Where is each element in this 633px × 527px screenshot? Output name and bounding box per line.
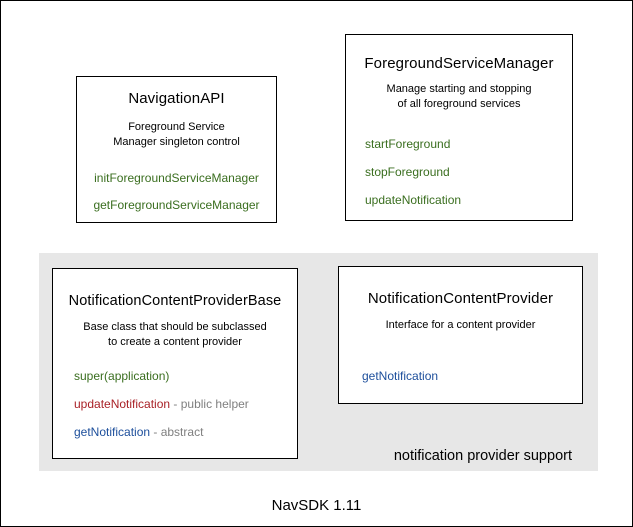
method-get-notification: getNotification (362, 369, 439, 383)
description-line: Interface for a content provider (385, 319, 536, 331)
navigation-api-title: NavigationAPI (128, 90, 225, 107)
diagram-caption: NavSDK 1.11 (271, 497, 362, 514)
notification-content-provider-base-methods: super(application) updateNotification - … (53, 369, 297, 439)
notification-content-provider-title: NotificationContentProvider (367, 290, 554, 307)
method-label: super(application) (74, 369, 170, 383)
navigation-api-methods: initForegroundServiceManager getForegrou… (77, 171, 276, 212)
notification-content-provider-base-description: Base class that should be subclassed to … (53, 320, 297, 350)
method-annotation: - public helper (170, 397, 249, 411)
class-box-foreground-service-manager: ForegroundServiceManager Manage starting… (345, 34, 573, 221)
description-line: Manage starting and stopping (386, 83, 532, 95)
notification-content-provider-methods: getNotification (339, 369, 582, 383)
method-init-foreground-service-manager: initForegroundServiceManager (94, 171, 259, 185)
foreground-service-manager-methods: startForeground stopForeground updateNot… (346, 137, 572, 207)
foreground-service-manager-title: ForegroundServiceManager (364, 55, 554, 72)
method-get-notification: getNotification - abstract (74, 425, 297, 439)
notification-content-provider-description: Interface for a content provider (339, 318, 582, 333)
class-box-notification-content-provider: NotificationContentProvider Interface fo… (338, 266, 583, 404)
class-box-navigation-api: NavigationAPI Foreground Service Manager… (76, 76, 277, 223)
method-get-foreground-service-manager: getForegroundServiceManager (93, 198, 260, 212)
description-line: Manager singleton control (113, 136, 240, 148)
method-stop-foreground: stopForeground (365, 165, 450, 179)
description-line: of all foreground services (397, 98, 521, 110)
method-label: updateNotification (74, 397, 171, 411)
method-label: getNotification (74, 425, 151, 439)
notification-content-provider-base-title: NotificationContentProviderBase (68, 293, 282, 309)
navigation-api-description: Foreground Service Manager singleton con… (77, 120, 276, 150)
description-line: Base class that should be subclassed (83, 321, 267, 333)
method-super-application: super(application) (74, 369, 297, 383)
notification-provider-support-group: NotificationContentProviderBase Base cla… (39, 253, 598, 471)
method-annotation: - abstract (150, 425, 204, 439)
foreground-service-manager-description: Manage starting and stopping of all fore… (346, 82, 572, 112)
method-start-foreground: startForeground (365, 137, 451, 151)
description-line: Foreground Service (128, 121, 225, 133)
method-update-notification: updateNotification - public helper (74, 397, 297, 411)
group-label: notification provider support (393, 448, 572, 464)
class-box-notification-content-provider-base: NotificationContentProviderBase Base cla… (52, 268, 298, 459)
description-line: to create a content provider (108, 336, 242, 348)
method-update-notification: updateNotification (365, 193, 462, 207)
